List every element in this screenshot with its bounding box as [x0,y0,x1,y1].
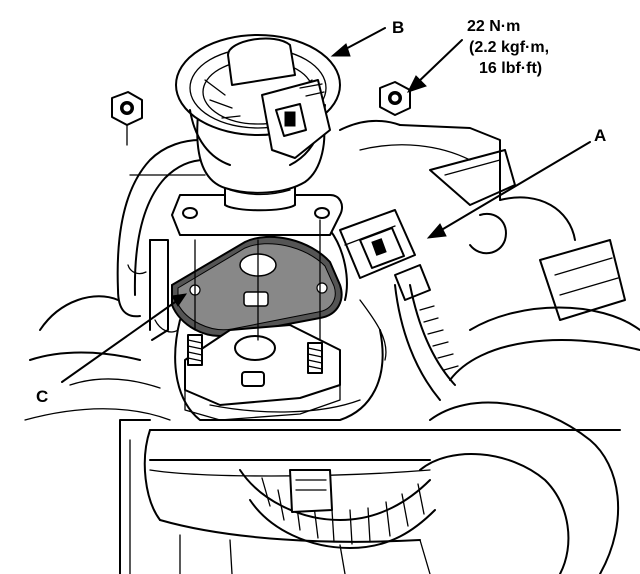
alignment-lines [129,174,321,341]
torque-spec: 22 N·m (2.2 kgf·m, 16 lbf·ft) [467,18,549,77]
mounting-base [184,324,341,421]
egr-valve [171,34,343,236]
leader-lines [61,27,591,383]
nut-left [111,91,143,146]
label-c: C [36,387,48,406]
torque-spec-line3: 16 lbf·ft) [479,60,542,77]
label-b: B [392,18,404,37]
torque-spec-line1: 22 N·m [467,18,520,35]
nut-right [379,81,411,116]
label-a: A [594,126,606,145]
gasket [171,235,343,337]
torque-spec-line2: (2.2 kgf·m, [469,39,549,56]
stud-right [307,342,323,374]
engine-background [24,119,640,574]
stud-left [187,334,203,366]
connector [339,209,431,301]
